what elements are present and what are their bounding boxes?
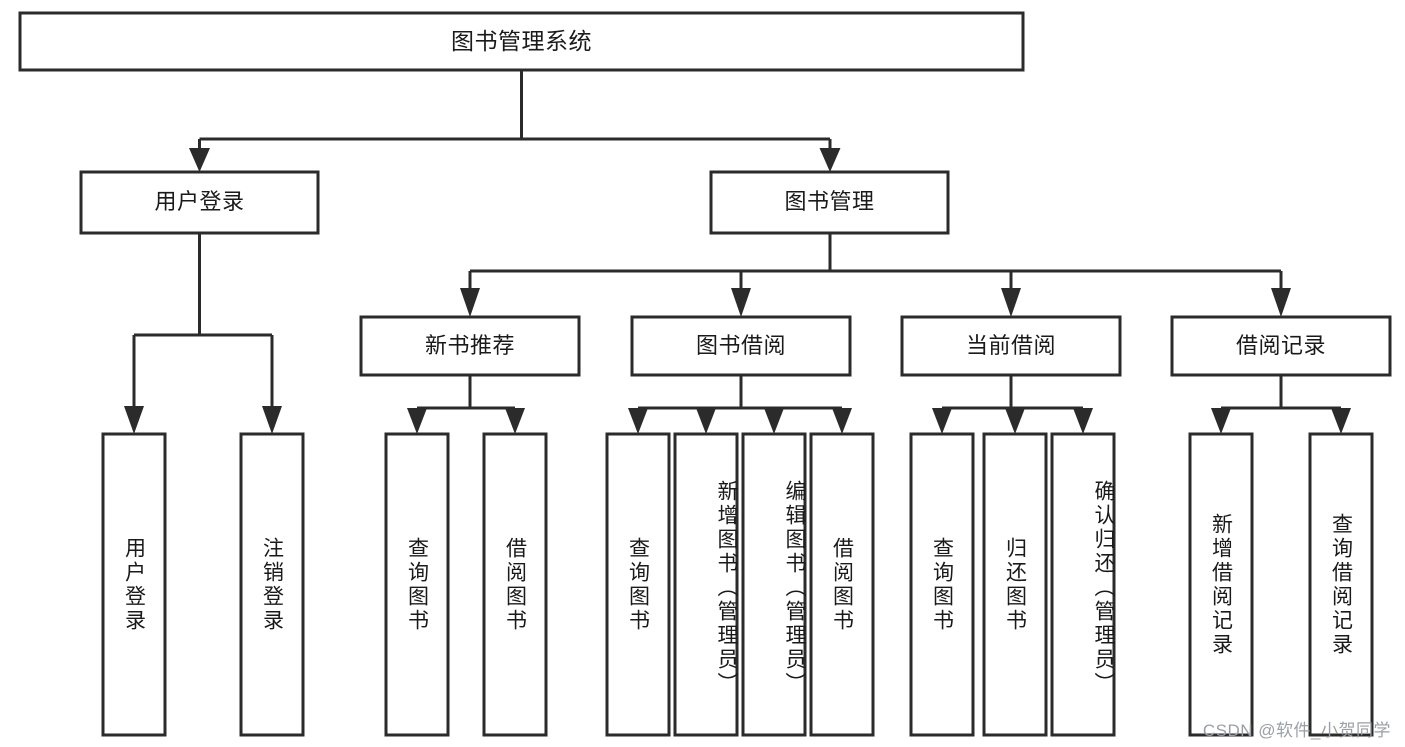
arrowhead-leaf-add-borrow-record xyxy=(1211,408,1231,434)
node-box-user-login[interactable] xyxy=(79,170,320,235)
connector-layer xyxy=(124,70,1351,434)
arrowhead-leaf-query-book-2 xyxy=(628,408,648,434)
node-box-leaf-add-book-admin[interactable] xyxy=(673,432,739,737)
node-box-leaf-edit-book-admin[interactable] xyxy=(741,432,807,737)
arrowhead-leaf-borrow-book-1 xyxy=(505,408,525,434)
node-box-new-book-recommend[interactable] xyxy=(359,315,581,377)
node-box-leaf-borrow-book-1[interactable] xyxy=(482,432,548,737)
node-box-root[interactable] xyxy=(18,11,1025,72)
arrowhead-leaf-query-book-1 xyxy=(407,408,427,434)
node-box-leaf-confirm-return-admin[interactable] xyxy=(1050,432,1116,737)
node-box-leaf-borrow-book-2[interactable] xyxy=(809,432,875,737)
arrowhead-book-manage xyxy=(819,148,841,172)
arrowhead-leaf-query-book-3 xyxy=(932,408,952,434)
arrowhead-leaf-confirm-return-admin xyxy=(1073,408,1093,434)
arrowhead-new-book-recommend xyxy=(460,288,480,317)
arrowhead-borrow-record xyxy=(1271,288,1291,317)
node-box-leaf-user-login[interactable] xyxy=(101,432,167,737)
arrowhead-leaf-edit-book-admin xyxy=(764,408,784,434)
arrowhead-leaf-add-book-admin xyxy=(696,408,716,434)
watermark-text: CSDN @软件_小贺同学 xyxy=(1202,721,1391,740)
node-box-leaf-query-book-2[interactable] xyxy=(605,432,671,737)
node-box-borrow-record[interactable] xyxy=(1170,315,1392,377)
node-box-book-borrow[interactable] xyxy=(630,315,852,377)
arrowhead-leaf-logout-login xyxy=(262,406,282,434)
arrowhead-current-borrow xyxy=(1001,288,1021,317)
arrowhead-book-borrow xyxy=(731,288,751,317)
node-box-book-manage[interactable] xyxy=(709,170,950,235)
node-box-leaf-return-book[interactable] xyxy=(982,432,1048,737)
node-box-leaf-query-book-1[interactable] xyxy=(384,432,450,737)
arrowhead-leaf-user-login xyxy=(124,406,144,434)
node-layer xyxy=(18,11,1392,737)
arrowhead-user-login xyxy=(189,148,210,172)
node-box-leaf-logout-login[interactable] xyxy=(239,432,305,737)
node-box-leaf-query-book-3[interactable] xyxy=(909,432,975,737)
node-box-leaf-add-borrow-record[interactable] xyxy=(1188,432,1254,737)
arrowhead-leaf-return-book xyxy=(1005,408,1025,434)
arrowhead-leaf-query-borrow-record xyxy=(1331,408,1351,434)
node-box-leaf-query-borrow-record[interactable] xyxy=(1308,432,1374,737)
arrowhead-leaf-borrow-book-2 xyxy=(832,408,852,434)
node-box-current-borrow[interactable] xyxy=(900,315,1122,377)
